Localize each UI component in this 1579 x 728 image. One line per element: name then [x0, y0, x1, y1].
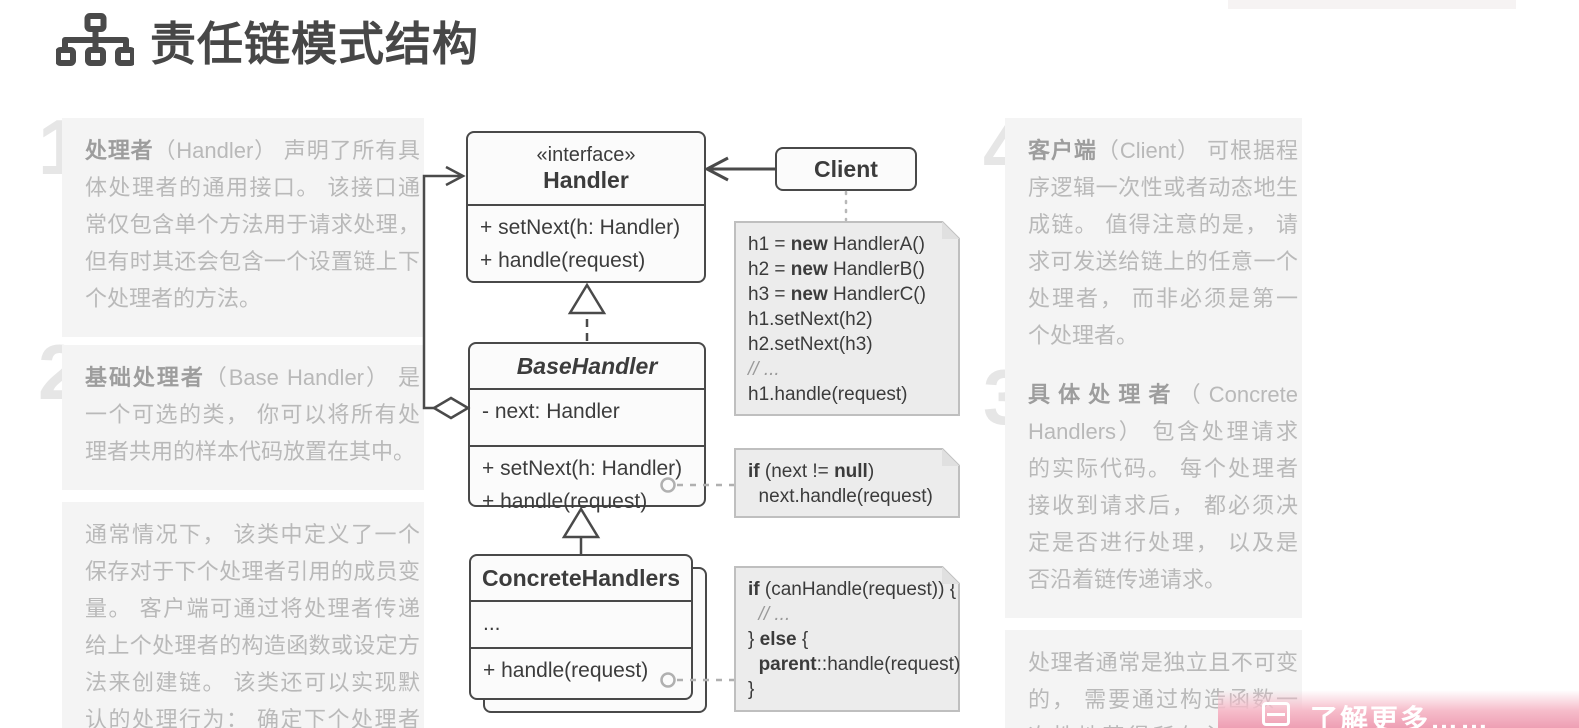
- code-note-concretehandler: if (canHandle(request)) { // ... } else {…: [734, 566, 960, 712]
- uml-class-client: Client: [775, 147, 917, 191]
- uml-class-title: «interface» Handler: [468, 133, 704, 204]
- code-line: h2 = new HandlerB(): [748, 259, 925, 280]
- annotation-term: 客户端: [1028, 138, 1097, 163]
- uml-method: + setNext(h: Handler): [480, 216, 681, 239]
- annotation-paragraph: 通常情况下， 该类中定义了一个保存对于下个处理者引用的成员变量。 客户端可通过将…: [62, 502, 424, 728]
- uml-methods-section: + handle(request): [471, 647, 691, 692]
- code-line: h1 = new HandlerA(): [748, 234, 925, 255]
- page-title: 责任链模式结构: [150, 18, 479, 70]
- page-header: 责任链模式结构: [56, 8, 479, 74]
- banner-label: 了解更多……: [1310, 704, 1491, 728]
- uml-class-name: BaseHandler: [516, 352, 658, 379]
- note-fold-icon: [942, 448, 960, 466]
- code-line: h2.setNext(h3): [748, 334, 873, 355]
- note-fold-icon: [942, 221, 960, 239]
- uml-methods-section: + setNext(h: Handler) + handle(request): [468, 204, 704, 282]
- annotation-paragraph: 处理者通常是独立且不可变的， 需要通过构造函数一次性地获得所有必要地数据。: [1005, 630, 1302, 728]
- uml-stereotype: «interface»: [536, 143, 636, 166]
- code-line: // ...: [748, 604, 791, 625]
- uml-class-name: Client: [814, 155, 878, 182]
- annotation-paragraph: 处理者（Handler） 声明了所有具体处理者的通用接口。 该接口通常仅包含单个…: [62, 118, 424, 337]
- hierarchy-icon: [56, 13, 134, 66]
- annotation-text: 通常情况下， 该类中定义了一个保存对于下个处理者引用的成员变量。 客户端可通过将…: [85, 522, 420, 728]
- uml-class-name: ConcreteHandlers: [481, 564, 681, 591]
- uml-class-title: Client: [777, 149, 915, 189]
- code-line: if (next != null): [748, 461, 875, 482]
- annotation-text: （Concrete Handlers） 包含处理请求的实际代码。 每个处理者接收…: [1028, 382, 1298, 592]
- annotation-block-1: 1 处理者（Handler） 声明了所有具体处理者的通用接口。 该接口通常仅包含…: [38, 108, 424, 349]
- top-right-strip: [1228, 0, 1516, 9]
- uml-class-name: Handler: [543, 166, 629, 193]
- client-to-handler-arrow: [703, 156, 775, 182]
- uml-method: + setNext(h: Handler): [482, 457, 683, 480]
- uml-method: + handle(request): [482, 490, 648, 513]
- annotation-text: （Client） 可根据程序逻辑一次性或者动态地生成链。 值得注意的是， 请求可…: [1028, 138, 1298, 348]
- uml-method: + handle(request): [483, 659, 649, 682]
- uml-fields-section: - next: Handler: [470, 388, 704, 445]
- aggregation-arrow: [422, 165, 471, 420]
- code-line: }: [748, 679, 755, 700]
- uml-class-basehandler: BaseHandler - next: Handler + setNext(h:…: [468, 342, 706, 513]
- code-line: h1.setNext(h2): [748, 309, 873, 330]
- code-line: if (canHandle(request)) {: [748, 579, 957, 600]
- uml-field: ...: [483, 612, 501, 635]
- book-icon: [1262, 702, 1290, 726]
- code-line: } else {: [748, 629, 809, 650]
- code-line: h3 = new HandlerC(): [748, 284, 926, 305]
- learn-more-banner[interactable]: 了解更多……: [1218, 690, 1579, 728]
- uml-method: + handle(request): [480, 249, 646, 272]
- uml-methods-section: + setNext(h: Handler) + handle(request): [470, 445, 704, 523]
- annotation-block-2: 2 基础处理者（Base Handler） 是一个可选的类， 你可以将所有处理者…: [38, 333, 424, 728]
- annotation-block-3: 3 具体处理者（Concrete Handlers） 包含处理请求的实际代码。 …: [983, 358, 1302, 728]
- annotation-block-4: 4 客户端（Client） 可根据程序逻辑一次性或者动态地生成链。 值得注意的是…: [983, 110, 1302, 386]
- annotation-paragraph: 基础处理者（Base Handler） 是一个可选的类， 你可以将所有处理者共用…: [62, 345, 424, 490]
- annotation-text: （Handler） 声明了所有具体处理者的通用接口。 该接口通常仅包含单个方法用…: [85, 138, 420, 311]
- code-note-basehandler: if (next != null) next.handle(request): [734, 448, 960, 518]
- code-line: h1.handle(request): [748, 384, 908, 405]
- note-fold-icon: [942, 566, 960, 584]
- uml-class-concretehandlers: ConcreteHandlers ... + handle(request): [469, 554, 693, 700]
- code-line: // ...: [748, 359, 780, 380]
- uml-class-handler-interface: «interface» Handler + setNext(h: Handler…: [466, 131, 706, 283]
- annotation-term: 处理者: [85, 138, 154, 163]
- code-line: parent::handle(request): [758, 654, 961, 675]
- annotation-text: （Base Handler） 是一个可选的类， 你可以将所有处理者共用的样本代码…: [85, 365, 420, 464]
- uml-class-title: BaseHandler: [470, 344, 704, 388]
- uml-fields-section: ...: [471, 600, 691, 647]
- realization-arrow: [567, 282, 607, 341]
- annotation-paragraph: 具体处理者（Concrete Handlers） 包含处理请求的实际代码。 每个…: [1005, 362, 1302, 618]
- code-note-client: h1 = new HandlerA() h2 = new HandlerB() h3…: [734, 221, 960, 416]
- annotation-paragraph: 客户端（Client） 可根据程序逻辑一次性或者动态地生成链。 值得注意的是， …: [1005, 118, 1302, 374]
- code-line: next.handle(request): [748, 486, 933, 507]
- annotation-term: 具体处理者: [1028, 382, 1179, 407]
- uml-class-title: ConcreteHandlers: [471, 556, 691, 600]
- annotation-term: 基础处理者: [85, 365, 205, 390]
- uml-field: - next: Handler: [482, 400, 620, 423]
